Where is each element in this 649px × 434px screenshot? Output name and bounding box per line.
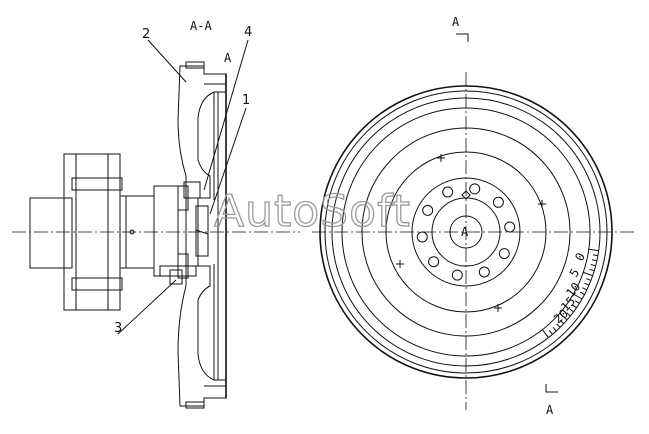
balance-cross — [396, 260, 404, 268]
bolt-hole — [428, 256, 440, 268]
cut-mark-bottom-right: A — [545, 384, 558, 417]
leader-1 — [209, 107, 247, 215]
scale-tick — [583, 271, 593, 277]
timing-scale — [541, 248, 599, 338]
bolt-hole — [442, 186, 454, 198]
balance-marks — [396, 154, 546, 312]
watermark: AutoSoft — [214, 186, 411, 237]
callout-4: 4 — [244, 25, 252, 40]
scale-tick — [572, 304, 577, 309]
leader-3 — [117, 279, 177, 335]
callout-2: 2 — [142, 27, 150, 42]
scale-tick — [569, 308, 574, 313]
svg-text:A: A — [546, 403, 554, 417]
scale-tick — [552, 326, 557, 332]
callout-1: 1 — [242, 93, 250, 108]
bolt-hole — [504, 221, 516, 233]
scale-tick — [548, 330, 553, 335]
scale-tick — [566, 312, 571, 317]
scale-tick — [592, 254, 598, 257]
callout-3: 3 — [114, 321, 122, 336]
scale-tick — [590, 264, 596, 267]
scale-tick — [556, 323, 561, 328]
leader-4 — [203, 39, 249, 191]
scale-tick — [591, 259, 598, 262]
scale-tick — [584, 282, 590, 286]
bolt-hole — [416, 231, 428, 243]
balance-cross — [437, 154, 445, 162]
bolt-hole — [422, 204, 434, 216]
bolt-hole — [478, 266, 490, 278]
balance-cross — [494, 304, 502, 312]
flywheel-circles — [319, 85, 613, 379]
hub-bolts — [159, 181, 209, 285]
section-label: A-A — [190, 19, 212, 33]
bolt-holes — [416, 183, 516, 281]
cut-mark-top-right: A — [452, 15, 469, 42]
scale-tick — [579, 291, 585, 295]
bolt-hole — [498, 248, 510, 260]
svg-text:A: A — [452, 15, 460, 29]
scale-tick — [582, 287, 588, 291]
bolt-hole — [451, 269, 463, 281]
leader-2 — [147, 39, 187, 83]
scale-tick — [588, 248, 599, 252]
scale-tick — [586, 278, 592, 281]
flywheel-section — [177, 61, 227, 409]
scale-tick — [541, 329, 549, 338]
bolt-hole — [469, 183, 481, 195]
balance-cross — [538, 200, 546, 208]
center-mark: A — [461, 225, 469, 239]
dowel-mark — [461, 190, 471, 200]
scale-label-0: 0 — [572, 250, 588, 263]
scale-tick — [589, 268, 595, 272]
cut-mark-top-left: A — [224, 51, 232, 65]
scale-tick — [559, 313, 568, 321]
scale-tick — [559, 319, 565, 325]
scale-tick — [573, 293, 583, 300]
bolt-hole — [492, 196, 504, 208]
scale-label-5: 5 — [567, 266, 583, 280]
scale-tick — [574, 300, 580, 304]
section-view: A-A 2 4 1 3 A — [12, 19, 300, 409]
crankshaft — [29, 153, 179, 311]
